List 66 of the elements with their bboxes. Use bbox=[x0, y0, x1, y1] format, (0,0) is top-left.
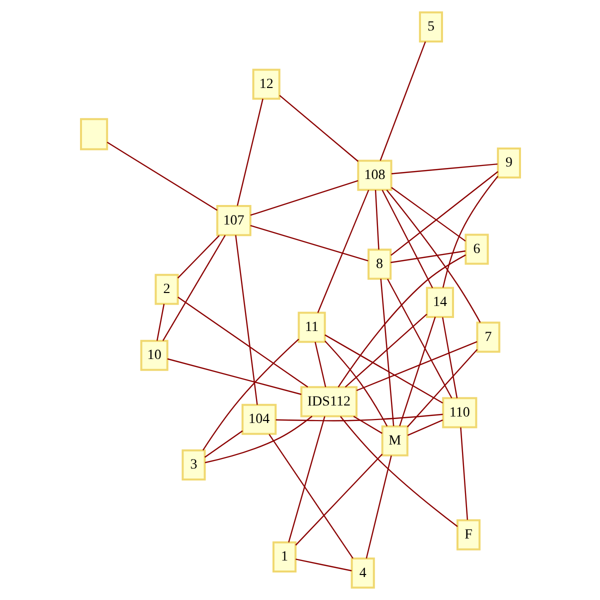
connector bbox=[234, 235, 258, 405]
node-box: 7 bbox=[476, 322, 500, 353]
connector bbox=[390, 171, 498, 256]
connector bbox=[390, 163, 498, 174]
node-box: 12 bbox=[252, 68, 280, 100]
node-box: IDS112 bbox=[300, 386, 358, 418]
connector bbox=[236, 98, 263, 206]
connector bbox=[390, 187, 466, 242]
connector bbox=[365, 455, 392, 559]
connector bbox=[202, 338, 299, 450]
connector bbox=[275, 414, 442, 422]
connector bbox=[278, 94, 358, 162]
connector bbox=[324, 334, 443, 404]
connector bbox=[250, 225, 368, 262]
connector bbox=[380, 278, 394, 426]
connector bbox=[340, 416, 458, 527]
connector bbox=[324, 340, 388, 426]
connector bbox=[295, 558, 352, 572]
connector bbox=[344, 314, 427, 388]
connector bbox=[294, 454, 382, 546]
connector bbox=[166, 358, 301, 395]
connector bbox=[268, 434, 353, 559]
connector bbox=[386, 278, 452, 398]
node-box: M bbox=[380, 425, 408, 456]
connector bbox=[442, 317, 458, 398]
connector bbox=[288, 416, 325, 542]
connector bbox=[386, 190, 480, 323]
node-box: 6 bbox=[464, 234, 488, 265]
node-box: 3 bbox=[181, 449, 206, 480]
node-box: 104 bbox=[241, 404, 276, 435]
connector bbox=[316, 190, 369, 313]
connector bbox=[177, 296, 308, 388]
connector bbox=[390, 250, 466, 264]
node-box: 107 bbox=[216, 205, 251, 236]
connector bbox=[442, 176, 498, 288]
node-box: 14 bbox=[425, 286, 454, 318]
connector bbox=[250, 180, 358, 216]
node-box: 5 bbox=[418, 11, 443, 42]
connector bbox=[162, 234, 226, 341]
connector bbox=[337, 254, 466, 388]
connector bbox=[406, 420, 442, 436]
connector bbox=[204, 416, 312, 464]
connector bbox=[406, 349, 478, 428]
node-box: 11 bbox=[297, 312, 326, 343]
connector bbox=[356, 341, 477, 392]
connector bbox=[352, 416, 382, 434]
connector bbox=[176, 235, 220, 278]
connector bbox=[314, 342, 326, 388]
connector bbox=[204, 430, 242, 458]
node-box bbox=[80, 118, 108, 150]
node-box: 9 bbox=[496, 147, 520, 179]
node-box: 110 bbox=[442, 397, 477, 428]
node-box: 8 bbox=[367, 248, 392, 280]
connector bbox=[106, 142, 217, 211]
node-box: 1 bbox=[272, 541, 296, 572]
node-box: 108 bbox=[356, 160, 392, 191]
connector bbox=[379, 42, 426, 161]
connector bbox=[381, 190, 433, 288]
node-box: 10 bbox=[140, 340, 168, 371]
connector bbox=[398, 316, 436, 426]
connector bbox=[460, 427, 468, 520]
node-box: F bbox=[456, 519, 480, 550]
connector bbox=[374, 190, 379, 250]
node-box: 2 bbox=[154, 274, 178, 305]
connector bbox=[156, 304, 164, 341]
node-box: 4 bbox=[350, 558, 374, 589]
